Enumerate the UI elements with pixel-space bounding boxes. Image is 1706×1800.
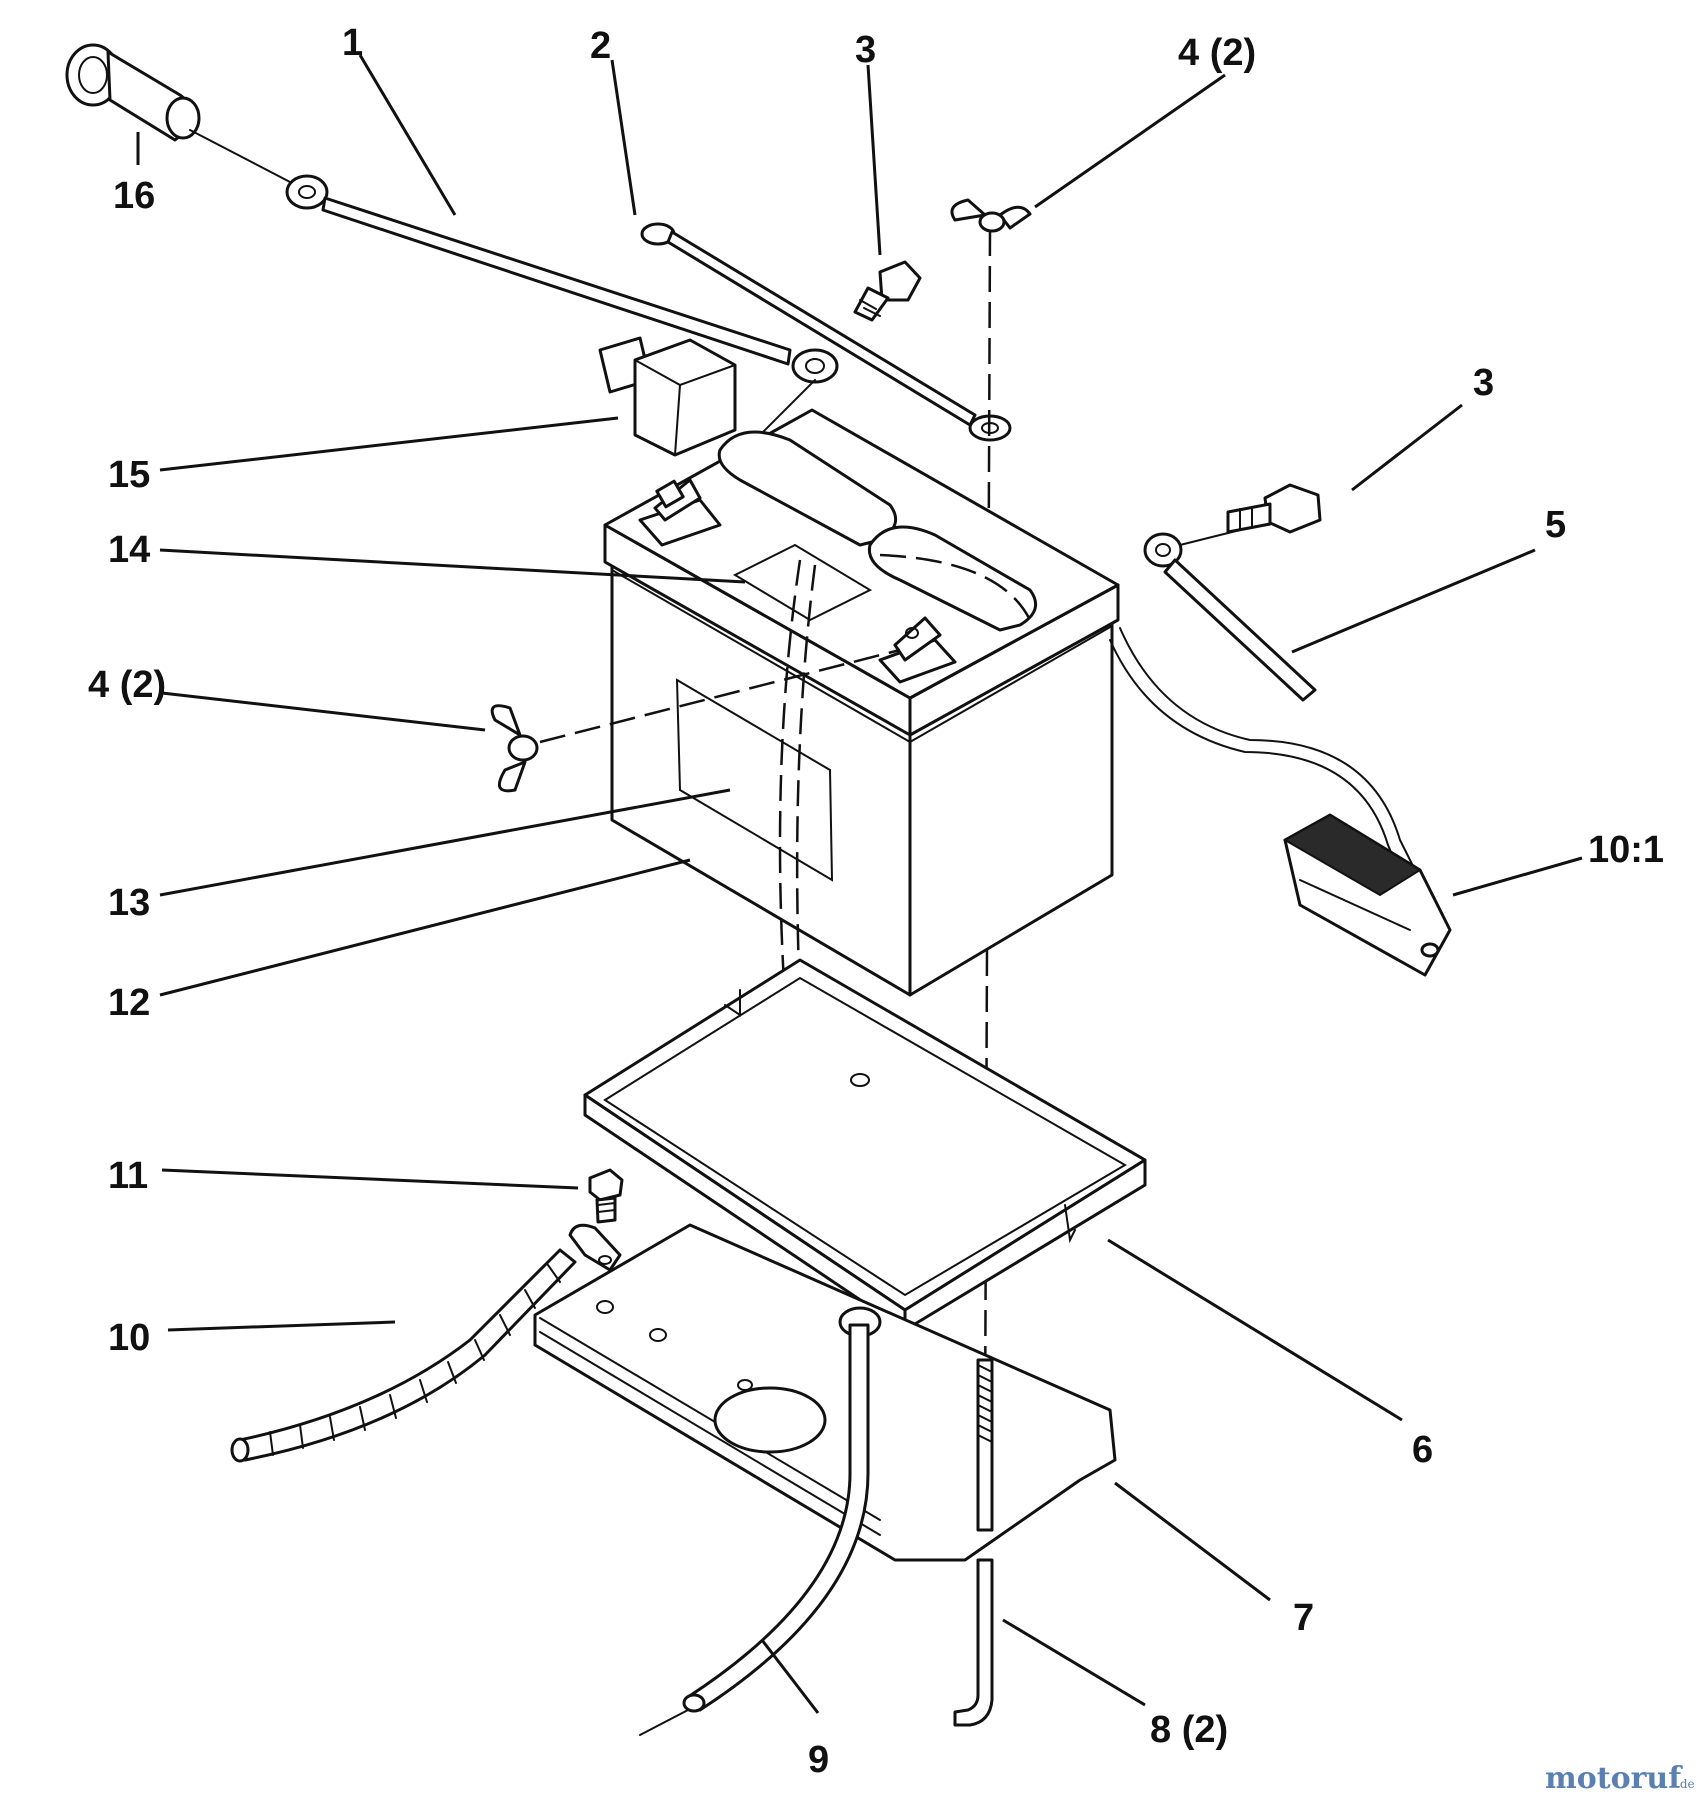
- callout-10-1: 10:1: [1588, 829, 1664, 871]
- callout-7: 7: [1293, 1597, 1314, 1639]
- part-12-battery: [603, 408, 1120, 997]
- callout-3-top: 3: [855, 29, 876, 71]
- callout-4-top: 4 (2): [1178, 32, 1256, 74]
- part-3-bolt-right: [1226, 483, 1322, 534]
- callout-11: 11: [108, 1155, 148, 1197]
- callout-4-left: 4 (2): [88, 664, 166, 706]
- part-4-wing-nut-left: [490, 704, 539, 793]
- leader-lines: [136, 54, 1583, 1714]
- part-11-bolt-clamp: [568, 1168, 624, 1272]
- battery-terminal-positive: [878, 616, 957, 684]
- callout-15: 15: [108, 454, 150, 496]
- part-8-hold-down-rod: [953, 1358, 994, 1727]
- part-1-battery-cable: [189, 129, 839, 471]
- part-6-battery-tray: [583, 958, 1147, 1332]
- part-9-vent-tube: [639, 1323, 870, 1736]
- harness-wire-2: [1109, 639, 1406, 886]
- part-15-terminal-cover: [598, 336, 737, 457]
- part-7-mounting-plate: [533, 1223, 1117, 1562]
- watermark-brand: motoruf: [1545, 1761, 1683, 1796]
- vent-tube-path-3: [879, 553, 1032, 621]
- callout-2: 2: [590, 25, 611, 67]
- callout-13: 13: [108, 882, 150, 924]
- part-4-wing-nut-top: [950, 198, 1032, 233]
- callout-labels: 1 2 3 4 (2) 16 15 3 14 5 4 (2) 13 10:1 1…: [88, 22, 1664, 1781]
- callout-1: 1: [342, 22, 363, 64]
- watermark-logo: motoruf .de: [1545, 1761, 1695, 1796]
- watermark-suffix: .de: [1676, 1777, 1695, 1791]
- callout-3-right: 3: [1473, 362, 1494, 404]
- callout-14: 14: [108, 529, 150, 571]
- callout-5: 5: [1545, 504, 1566, 546]
- callout-6: 6: [1412, 1429, 1433, 1471]
- callout-9: 9: [808, 1739, 829, 1781]
- callout-12: 12: [108, 982, 150, 1024]
- rod-thread: [977, 1364, 993, 1443]
- harness-wire: [1119, 627, 1421, 881]
- part-16-terminal-boot: [65, 43, 201, 142]
- conduit-ribs: [269, 1264, 561, 1456]
- part-10-conduit: [230, 1248, 577, 1463]
- callout-10: 10: [108, 1317, 150, 1359]
- vent-tube-path-1: [709, 559, 802, 1172]
- battery-terminal-negative: [638, 478, 722, 547]
- part-2-ground-strap: [640, 222, 1012, 442]
- callout-8: 8 (2): [1150, 1709, 1228, 1751]
- part-3-bolt-top: [853, 260, 922, 322]
- wing-nut-axis-left: [539, 648, 901, 744]
- callout-16: 16: [113, 175, 155, 217]
- part-10-1-connector: [1282, 813, 1452, 977]
- part-5-cable: [1143, 529, 1317, 702]
